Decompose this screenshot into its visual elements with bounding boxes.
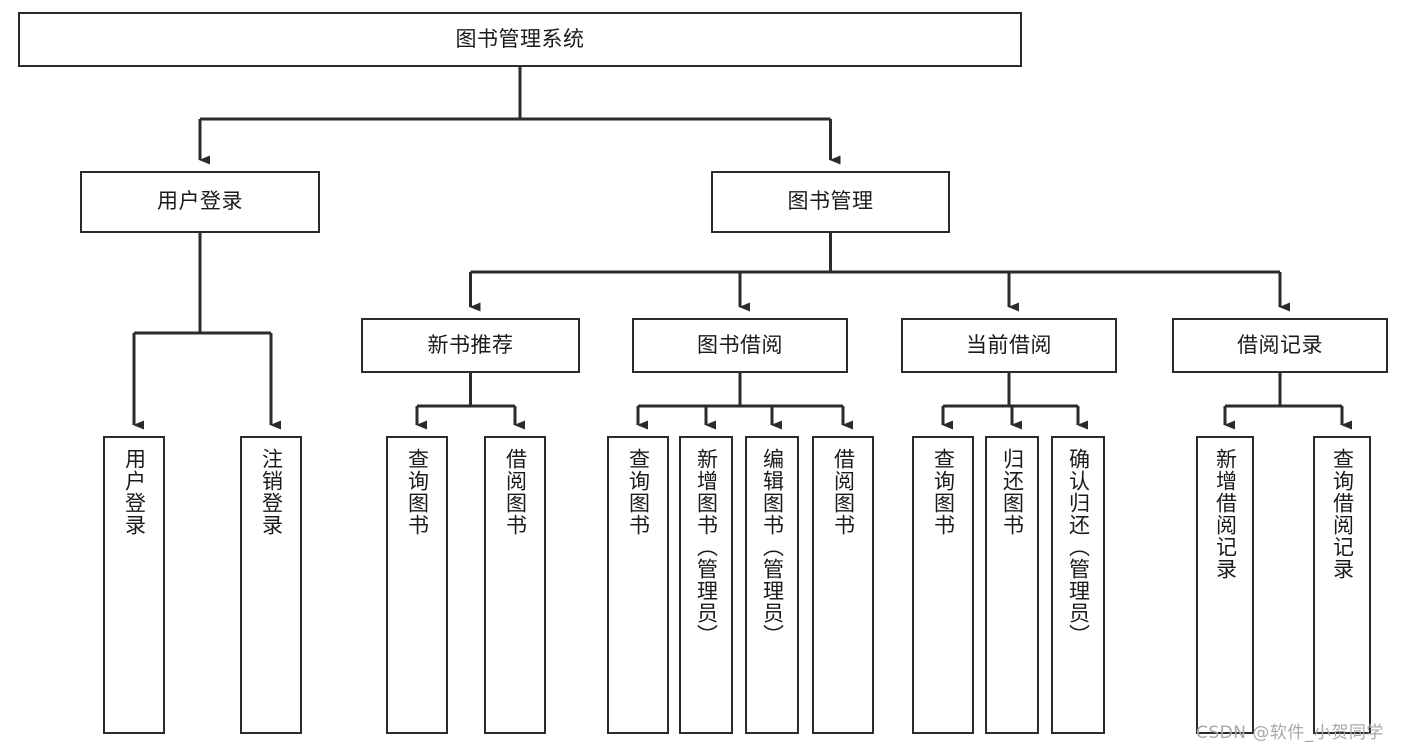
node-borrow-record[interactable]: 借阅记录 <box>1172 318 1388 373</box>
node-label: 图书管理 <box>787 189 874 214</box>
node-label: 新书推荐 <box>427 332 514 357</box>
node-label: 编辑图书（管理员） <box>760 448 785 646</box>
node-label: 用户登录 <box>157 189 243 214</box>
node-label: 借阅图书 <box>831 448 856 536</box>
node-new-book-rec[interactable]: 新书推荐 <box>361 318 580 373</box>
node-leaf-query-record[interactable]: 查询借阅记录 <box>1313 436 1371 734</box>
node-label: 查询图书 <box>405 448 430 536</box>
node-leaf-borrow-book-2[interactable]: 借阅图书 <box>812 436 874 734</box>
node-leaf-borrow-book-1[interactable]: 借阅图书 <box>484 436 546 734</box>
node-label: 借阅图书 <box>503 448 528 536</box>
node-label: 借阅记录 <box>1237 332 1323 357</box>
node-label: 查询图书 <box>626 448 651 536</box>
node-leaf-add-book[interactable]: 新增图书（管理员） <box>679 436 733 734</box>
node-label: 图书管理系统 <box>455 26 585 51</box>
node-leaf-add-record[interactable]: 新增借阅记录 <box>1196 436 1254 734</box>
node-label: 当前借阅 <box>966 332 1052 357</box>
node-leaf-query-book-3[interactable]: 查询图书 <box>912 436 974 734</box>
node-leaf-edit-book[interactable]: 编辑图书（管理员） <box>745 436 799 734</box>
node-root[interactable]: 图书管理系统 <box>18 12 1022 67</box>
node-label: 新增借阅记录 <box>1213 448 1238 580</box>
node-current-borrow[interactable]: 当前借阅 <box>901 318 1117 373</box>
node-leaf-confirm-return[interactable]: 确认归还（管理员） <box>1051 436 1105 734</box>
node-label: 确认归还（管理员） <box>1066 448 1091 646</box>
csdn-watermark: CSDN @软件_小贺同学 <box>1196 723 1384 743</box>
node-book-manage[interactable]: 图书管理 <box>711 171 950 233</box>
node-leaf-return-book[interactable]: 归还图书 <box>985 436 1039 734</box>
node-label: 注销登录 <box>259 448 284 536</box>
node-label: 查询借阅记录 <box>1330 448 1355 580</box>
node-leaf-logout[interactable]: 注销登录 <box>240 436 302 734</box>
node-label: 查询图书 <box>931 448 956 536</box>
node-book-borrow[interactable]: 图书借阅 <box>632 318 848 373</box>
node-label: 图书借阅 <box>697 332 783 357</box>
node-label: 归还图书 <box>1000 448 1025 536</box>
node-label: 新增图书（管理员） <box>694 448 719 646</box>
node-leaf-query-book-2[interactable]: 查询图书 <box>607 436 669 734</box>
node-user-login[interactable]: 用户登录 <box>80 171 320 233</box>
node-leaf-user-login[interactable]: 用户登录 <box>103 436 165 734</box>
node-leaf-query-book-1[interactable]: 查询图书 <box>386 436 448 734</box>
node-label: 用户登录 <box>122 448 147 536</box>
